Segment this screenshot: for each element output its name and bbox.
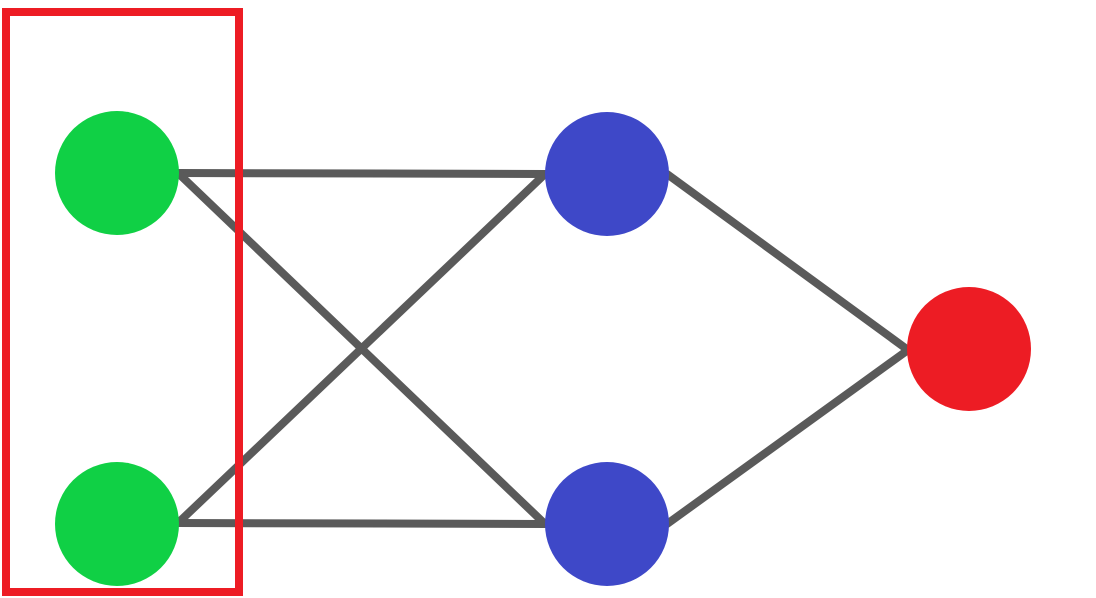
output-node (907, 287, 1031, 411)
edge-input2-hidden2 (174, 519, 549, 528)
edge-hidden1-output (663, 170, 912, 354)
hidden-node-2 (545, 462, 669, 586)
connections (174, 169, 912, 528)
edge-input1-hidden1 (174, 169, 549, 178)
input-layer-highlight-box (2, 8, 243, 596)
input-node-2 (55, 462, 179, 586)
edge-hidden2-output (663, 346, 912, 528)
hidden-node-1 (545, 112, 669, 236)
input-node-1 (55, 111, 179, 235)
